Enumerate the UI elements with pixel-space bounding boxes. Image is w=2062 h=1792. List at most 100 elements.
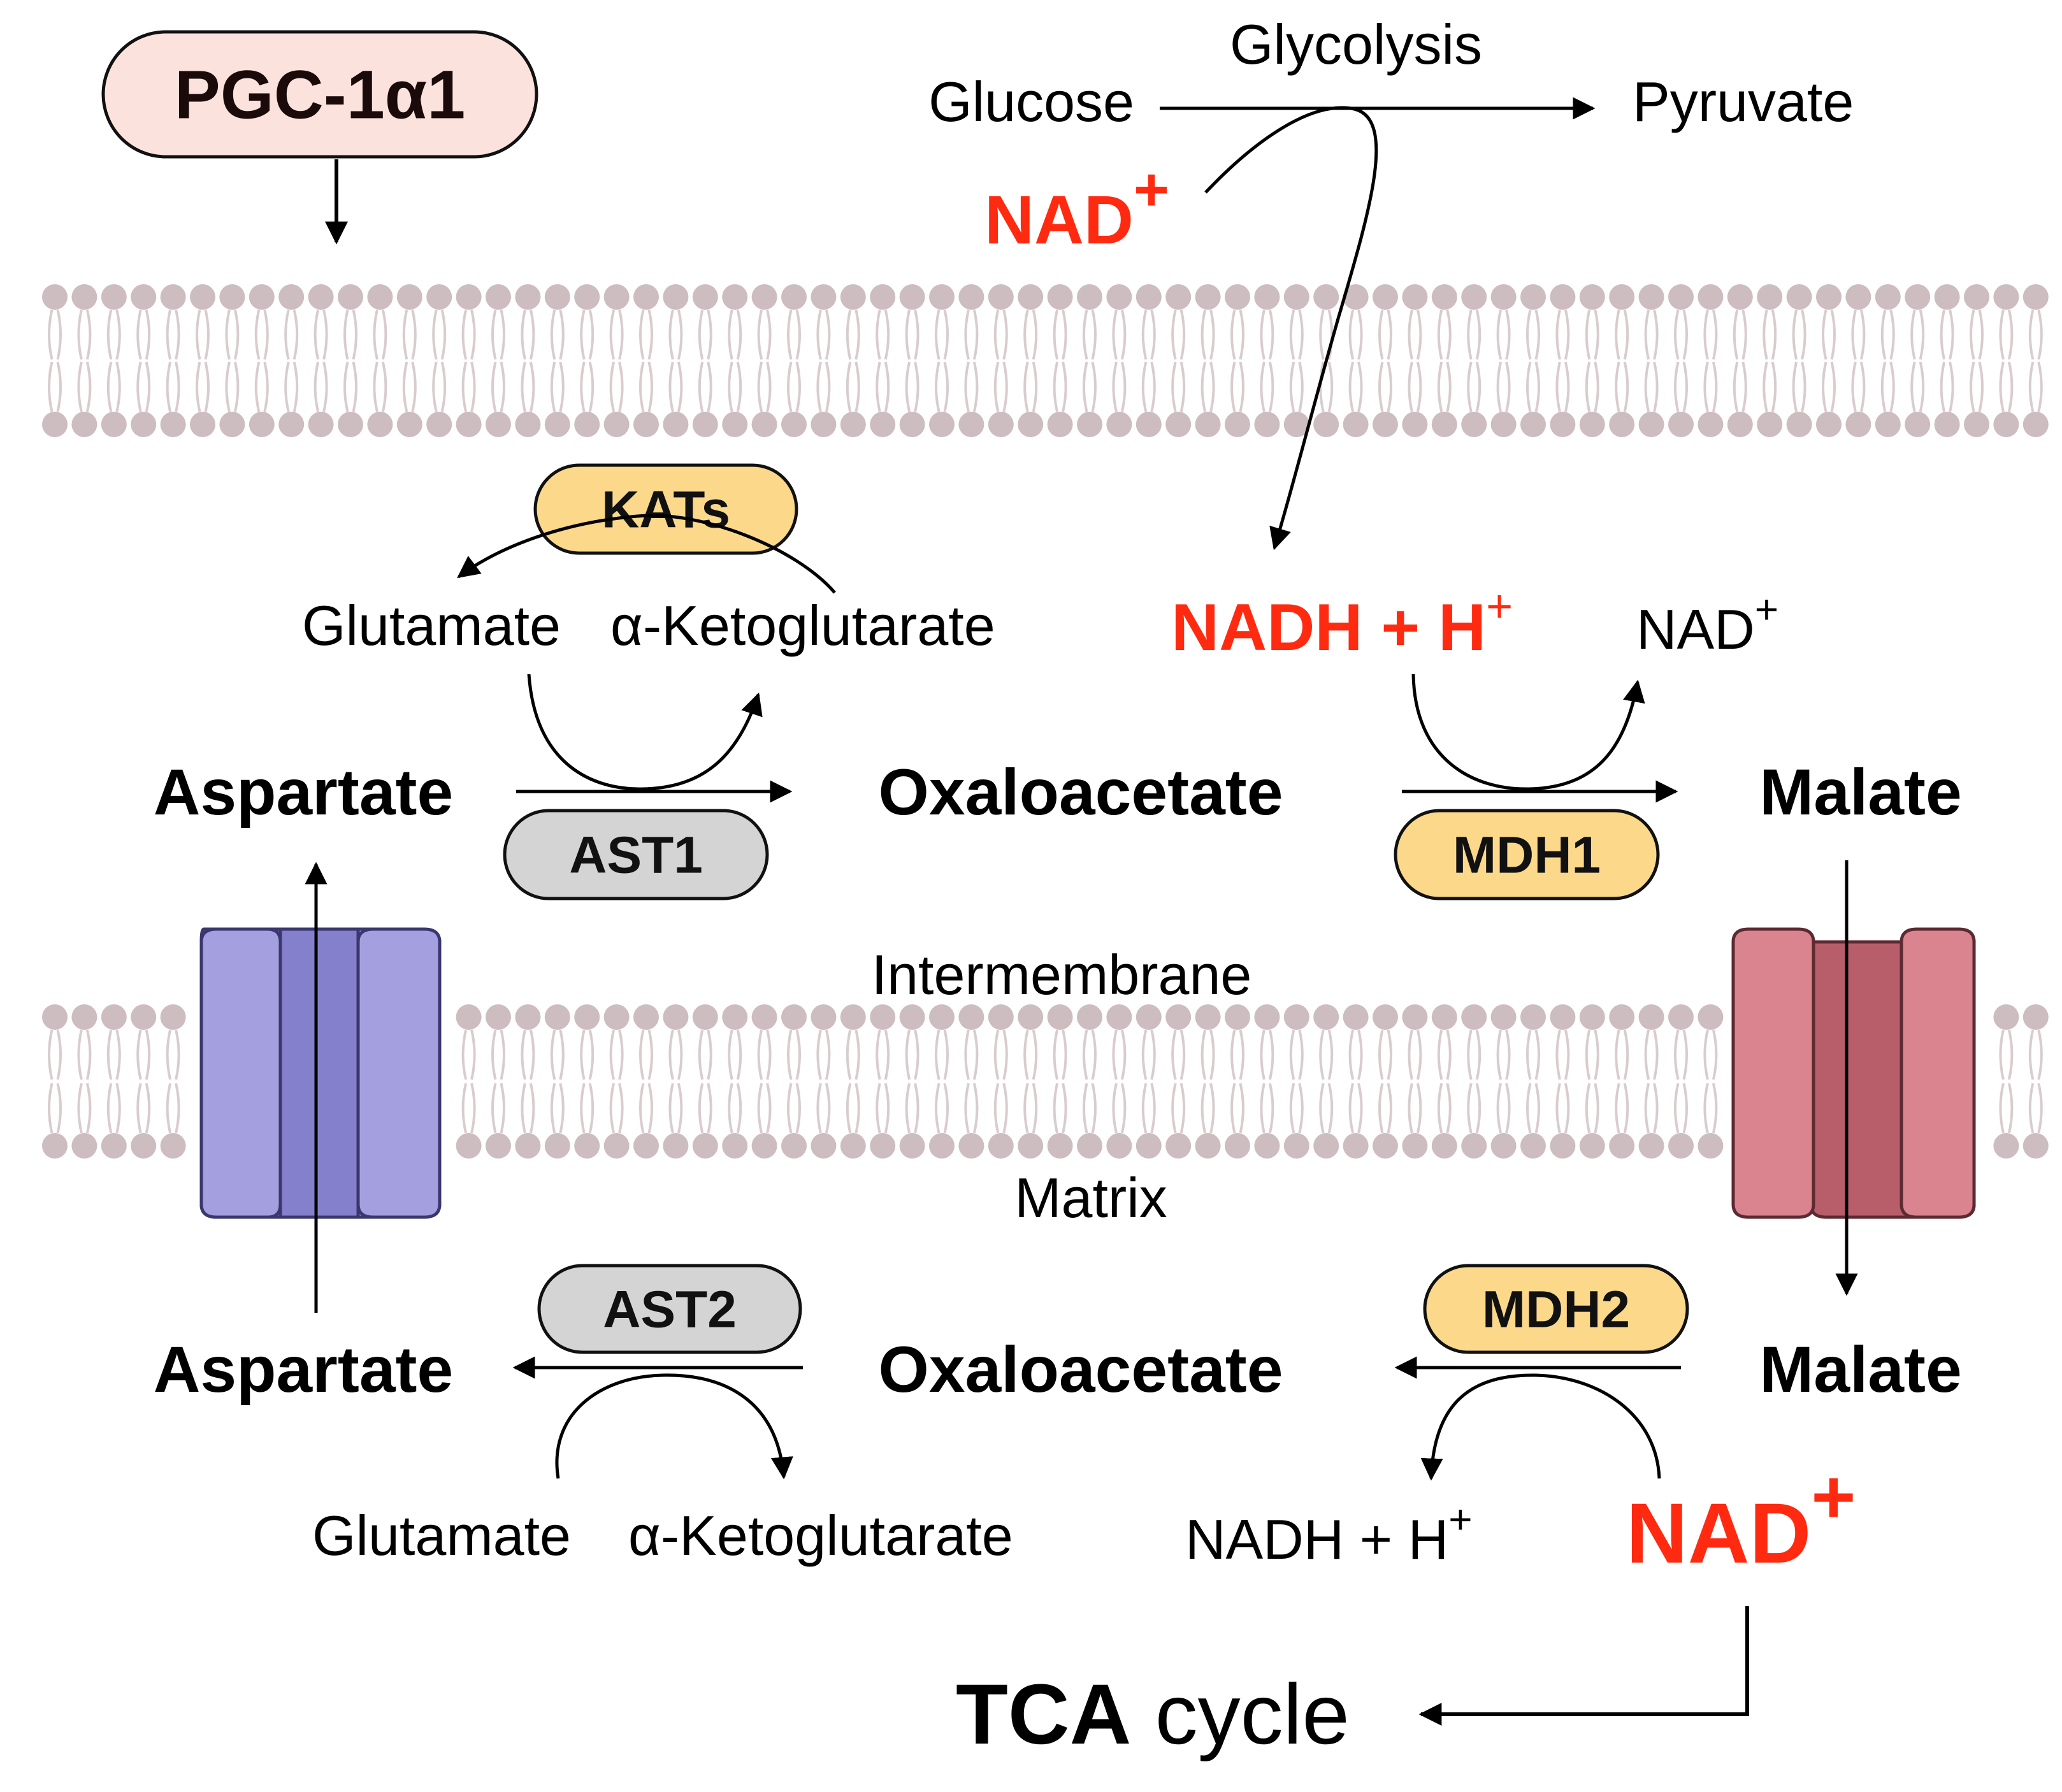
lipid-tail	[1475, 1029, 1482, 1080]
lipid-head	[574, 412, 600, 437]
lipid-head	[1402, 412, 1428, 437]
lipid-tail	[609, 309, 616, 360]
lipid-tail	[136, 1029, 142, 1080]
lipid-tail	[1209, 1029, 1215, 1080]
lipid-tail	[677, 361, 683, 412]
lipid-tail	[529, 1083, 535, 1134]
lipid-tail	[1289, 309, 1295, 360]
tca-cycle-label: TCA cycle	[956, 1667, 1350, 1762]
lipid-tail	[1209, 309, 1215, 360]
lipid-head	[1195, 1133, 1221, 1159]
lipid-head	[544, 284, 570, 310]
lipid-tail	[2028, 1083, 2035, 1134]
lipid-tail	[314, 309, 320, 360]
lipid-tail	[1623, 1029, 1629, 1080]
lipid-tail	[993, 309, 1000, 360]
lipid-tail	[115, 361, 121, 412]
lipid-head	[338, 284, 363, 310]
lipid-head	[1047, 1004, 1073, 1030]
lipid-tail	[175, 309, 180, 360]
lipid-tail	[491, 1083, 497, 1134]
lipid-tail	[1682, 1083, 1688, 1134]
lipid-head	[1550, 284, 1576, 310]
lipid-tail	[470, 361, 476, 412]
lipid-tail	[1859, 361, 1866, 412]
lipid-tail	[1919, 309, 1925, 360]
lipid-tail	[1062, 309, 1067, 360]
nad-to-nadh-curve-arrow	[1204, 106, 1378, 551]
lipid-tail	[1741, 361, 1747, 412]
lipid-tail	[1712, 309, 1718, 360]
lipid-head	[1047, 1133, 1073, 1159]
lipid-tail	[373, 309, 379, 360]
lipid-tail	[225, 361, 231, 412]
lipid-tail	[1083, 1029, 1088, 1080]
lipid-tail	[1171, 309, 1177, 360]
ast2-label: AST2	[603, 1281, 737, 1339]
lipid-tail	[1002, 1029, 1008, 1080]
lipid-tail	[1564, 1083, 1570, 1134]
lipid-tail	[707, 1029, 712, 1080]
lipid-tail	[1674, 1083, 1680, 1134]
lipid-tail	[914, 361, 919, 412]
lipid-tail	[106, 309, 113, 360]
lipid-head	[1018, 412, 1044, 437]
lipid-head	[1018, 1133, 1044, 1159]
lipid-tail	[1564, 309, 1570, 360]
lipid-tail	[609, 1029, 616, 1080]
lipid-tail	[736, 309, 742, 360]
lipid-tail	[1319, 309, 1325, 360]
lipid-head	[544, 1133, 570, 1159]
lipid-tail	[1653, 309, 1659, 360]
lipid-tail	[1623, 361, 1629, 412]
lipid-head	[1934, 412, 1960, 437]
lipid-tail	[1526, 1029, 1532, 1080]
lipid-tail	[106, 1083, 113, 1134]
bottom-akg-label: α-Ketoglutarate	[628, 1504, 1013, 1567]
lipid-tail	[1644, 361, 1650, 412]
lipid-tail	[1712, 1029, 1718, 1080]
lipid-tail	[1062, 1029, 1067, 1080]
lipid-tail	[1623, 1083, 1629, 1134]
lipid-tail	[2007, 309, 2014, 360]
lipid-head	[2022, 284, 2049, 310]
bottom-nadh-label: NADH + H+	[1185, 1496, 1473, 1571]
lipid-head	[1638, 284, 1664, 310]
lipid-tail	[2007, 1083, 2014, 1134]
lipid-tail	[77, 1083, 83, 1134]
lipid-head	[42, 284, 68, 310]
lipid-tail	[1674, 309, 1680, 360]
lipid-tail	[491, 361, 497, 412]
lipid-tail	[1416, 1083, 1422, 1134]
lipid-tail	[1408, 361, 1413, 412]
lipid-head	[1461, 1133, 1487, 1159]
lipid-tail	[1150, 1029, 1156, 1080]
lipid-head	[1550, 1004, 1576, 1030]
lipid-tail	[728, 309, 733, 360]
lipid-head	[958, 1133, 984, 1159]
aspartate-glutamate-carrier	[199, 927, 442, 1219]
lipid-head	[1077, 412, 1102, 437]
lipid-tail	[1141, 309, 1148, 360]
lipid-head	[1461, 284, 1487, 310]
lipid-head	[1698, 1133, 1724, 1159]
lipid-tail	[1792, 309, 1798, 360]
top-aspartate-label: Aspartate	[154, 756, 454, 828]
lipid-head	[1195, 1004, 1221, 1030]
lipid-tail	[1268, 1083, 1274, 1134]
lipid-tail	[972, 361, 979, 412]
lipid-tail	[254, 309, 261, 360]
lipid-head	[633, 1133, 659, 1159]
lipid-head	[1343, 1004, 1369, 1030]
lipid-head	[160, 284, 186, 310]
lipid-tail	[1585, 1029, 1591, 1080]
lipid-tail	[1437, 309, 1443, 360]
lipid-head	[101, 284, 127, 310]
lipid-head	[515, 284, 541, 310]
lipid-tail	[1703, 361, 1709, 412]
lipid-tail	[1239, 361, 1244, 412]
lipid-tail	[470, 1083, 476, 1134]
top-oxaloacetate-label: Oxaloacetate	[878, 756, 1283, 828]
malate-ak-carrier	[1731, 927, 1976, 1219]
pyruvate-label: Pyruvate	[1633, 70, 1854, 133]
